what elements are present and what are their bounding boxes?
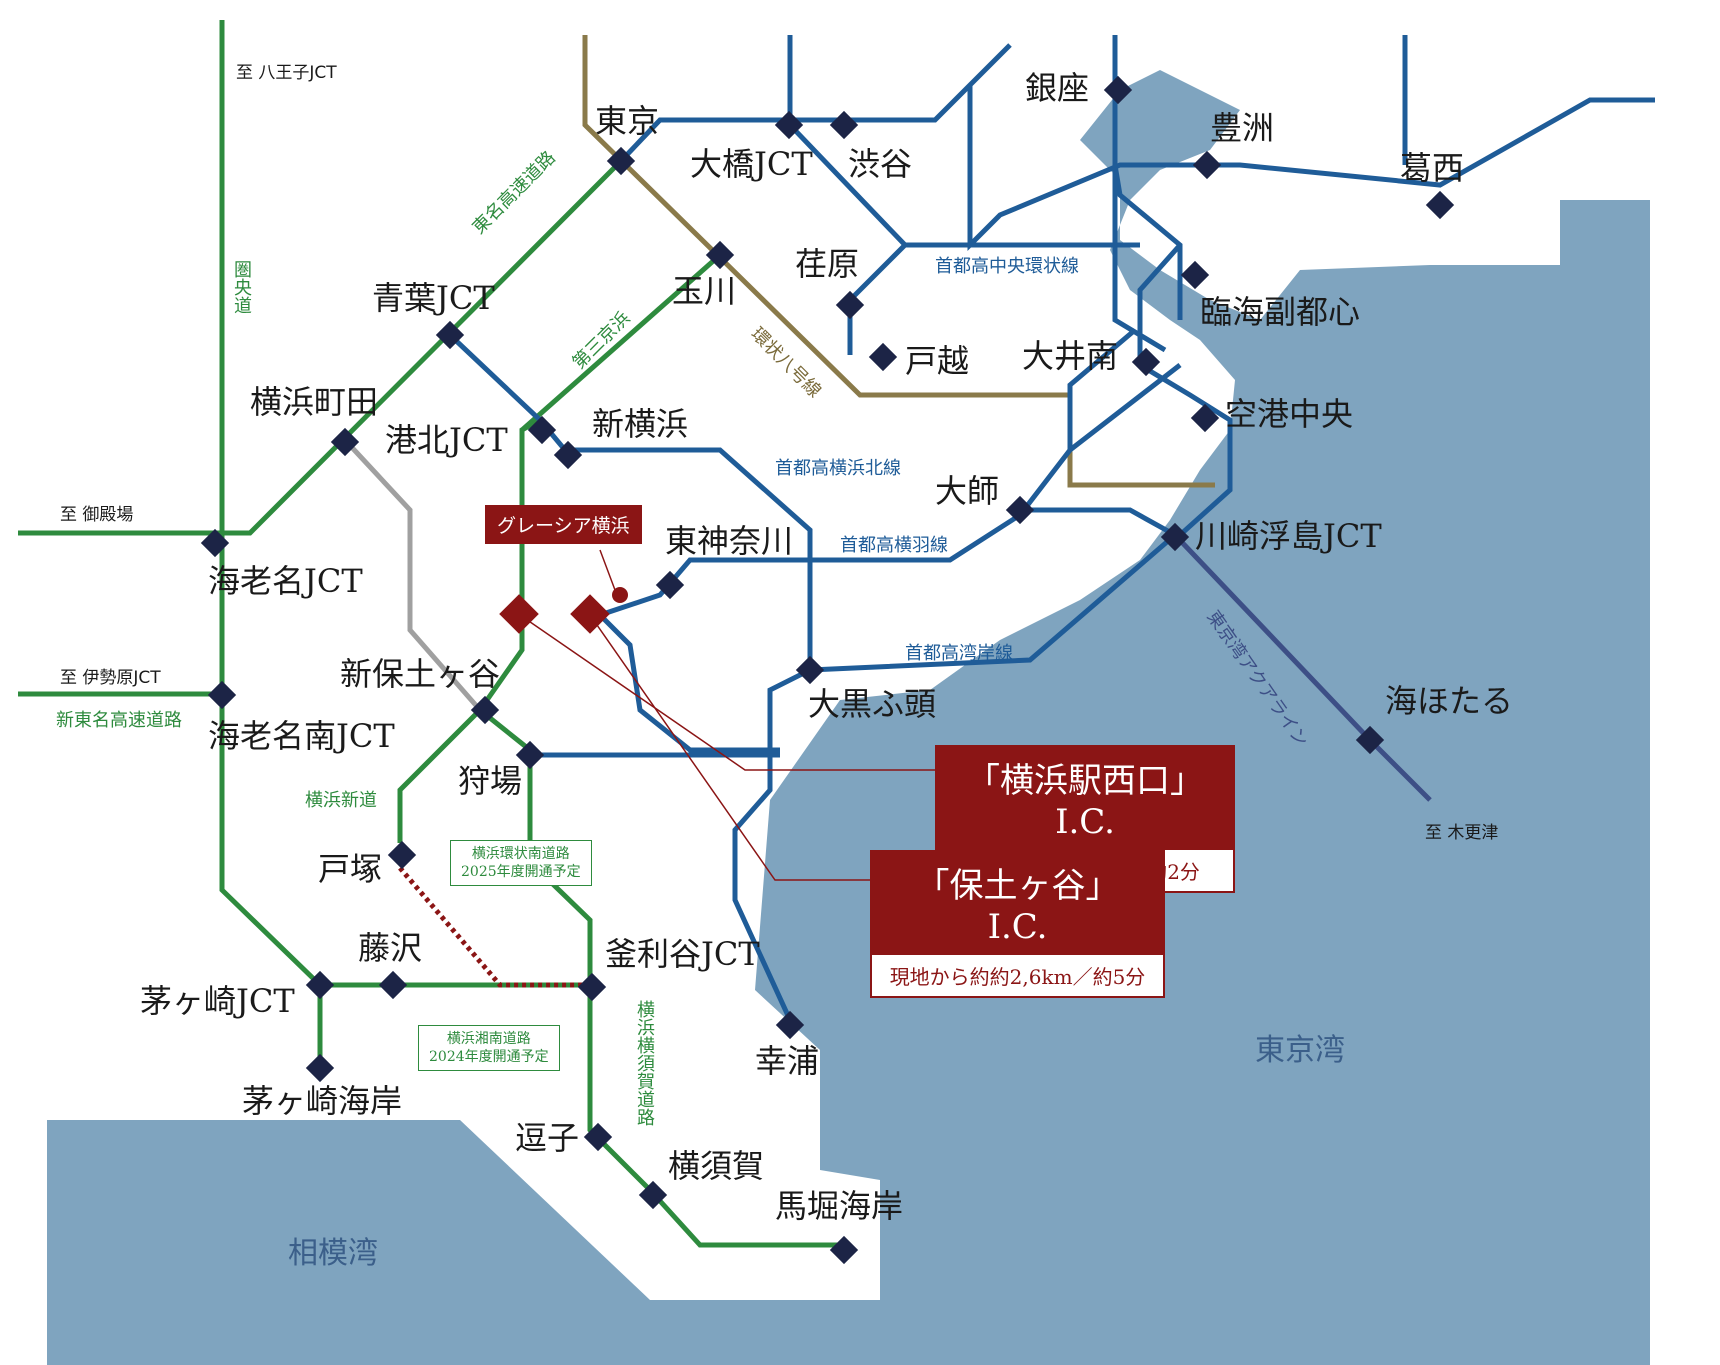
station-togoshi: 戸越 (905, 342, 970, 380)
direction-isehara: 至 伊勢原JCT (60, 668, 161, 688)
road-chuo: 首都高中央環状線 (935, 256, 1079, 277)
direction-kisarazu: 至 木更津 (1425, 823, 1499, 843)
station-ebinaminami-jct: 海老名南JCT (208, 717, 395, 755)
station-daikoku: 大黒ふ頭 (808, 685, 937, 723)
leader-west (519, 614, 935, 771)
gray-road (343, 438, 482, 712)
station-yokosuka: 横須賀 (668, 1147, 765, 1185)
station-aoba-jct: 青葉JCT (372, 279, 495, 317)
road-yokoyoko: 横浜横須賀道路 (634, 1000, 655, 1126)
station-tamagawa: 玉川 (672, 272, 737, 310)
direction-gotemba: 至 御殿場 (60, 505, 134, 525)
station-umihotaru: 海ほたる (1385, 682, 1514, 720)
station-kariba: 狩場 (458, 762, 523, 800)
station-chigasaki-jct: 茅ヶ崎JCT (140, 982, 295, 1020)
station-tokyo: 東京 (595, 102, 660, 140)
road-yokohama-shindo: 横浜新道 (305, 790, 377, 811)
leader-hodogaya (589, 614, 870, 881)
station-daishi: 大師 (935, 472, 1000, 510)
sea-label-tokyo-bay: 東京湾 (1255, 1033, 1345, 1068)
station-ebina-jct: 海老名JCT (208, 562, 363, 600)
station-higashikanagawa: 東神奈川 (665, 522, 794, 560)
land-block (690, 600, 750, 680)
station-machida: 横浜町田 (250, 383, 379, 421)
station-kasai: 葛西 (1400, 149, 1465, 187)
station-kamariya-jct: 釜利谷JCT (605, 935, 760, 973)
station-maborikaigan: 馬堀海岸 (775, 1187, 904, 1225)
station-kohoku-jct: 港北JCT (385, 421, 508, 459)
station-zushi: 逗子 (515, 1119, 580, 1157)
station-totsuka: 戸塚 (318, 850, 383, 888)
road-kenou: 圏央道 (231, 260, 252, 314)
station-kawasaki-jct: 川崎浮島JCT (1195, 517, 1382, 555)
callout-hodogaya-sub: 現地から約約2,6km／約5分 (870, 955, 1165, 998)
ic-marker-west (570, 594, 610, 634)
sea-area (47, 70, 1650, 1365)
station-toyosu: 豊洲 (1210, 109, 1275, 147)
station-koura: 幸浦 (755, 1042, 820, 1080)
station-fujisawa: 藤沢 (358, 929, 423, 967)
olive-road (582, 35, 1215, 488)
station-nodes (200, 75, 1455, 1265)
station-shinyokohama: 新横浜 (592, 405, 689, 443)
callout-hodogaya-ic: 「保土ヶ谷」I.C. 現地から約約2,6km／約5分 (870, 850, 1165, 998)
leader-site (599, 549, 616, 591)
callout-hodogaya-title: 「保土ヶ谷」I.C. (870, 850, 1165, 955)
station-ginza: 銀座 (1025, 69, 1090, 107)
station-shibuya: 渋谷 (848, 145, 913, 183)
station-kukou: 空港中央 (1225, 395, 1354, 433)
station-oimina: 大井南 (1022, 337, 1119, 375)
station-rinkai: 臨海副都心 (1200, 293, 1361, 331)
road-kitasen: 首都高横浜北線 (775, 458, 901, 479)
road-wangan: 首都高湾岸線 (905, 643, 1013, 664)
direction-hachioji: 至 八王子JCT (236, 63, 337, 83)
station-ebara: 荏原 (795, 245, 860, 283)
road-shintomei: 新東名高速道路 (56, 710, 182, 731)
sea-label-sagami-bay: 相模湾 (288, 1236, 378, 1271)
station-chigasakikaigan: 茅ヶ崎海岸 (242, 1082, 403, 1120)
road-haneda: 首都高横羽線 (840, 535, 948, 556)
note-shonan: 横浜湘南道路 2024年度開通予定 (418, 1025, 560, 1072)
note-kanjo-minami: 横浜環状南道路 2025年度開通予定 (450, 840, 592, 887)
site-tag: グレーシア横浜 (485, 505, 642, 544)
callout-west-title: 「横浜駅西口」I.C. (935, 745, 1235, 850)
station-shinhodogaya: 新保土ヶ谷 (340, 655, 501, 693)
site-marker (612, 587, 628, 603)
station-ohashi-jct: 大橋JCT (690, 145, 813, 183)
ic-marker-hodogaya (499, 594, 539, 634)
planned-road (398, 866, 590, 988)
